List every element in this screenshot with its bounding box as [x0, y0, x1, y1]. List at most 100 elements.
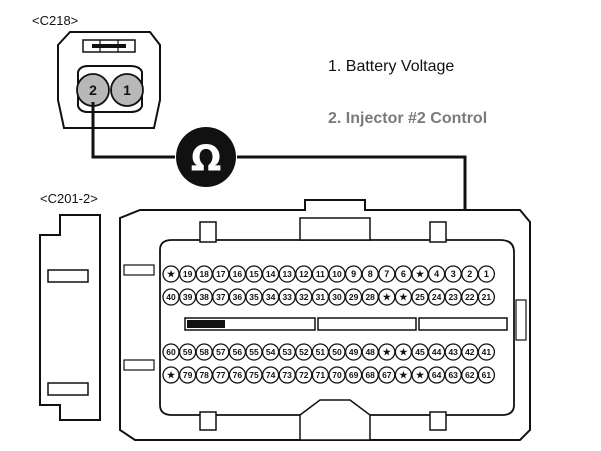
- svg-text:63: 63: [448, 370, 458, 380]
- c201-2-pin-75: 75: [245, 366, 263, 384]
- legend-battery-voltage: 1. Battery Voltage: [328, 58, 455, 75]
- svg-text:40: 40: [166, 292, 176, 302]
- c201-2-pin-73: 73: [278, 366, 296, 384]
- svg-text:56: 56: [233, 347, 243, 357]
- svg-text:70: 70: [332, 370, 342, 380]
- svg-text:52: 52: [299, 347, 309, 357]
- c201-2-pin-10: 10: [328, 265, 346, 283]
- c201-2-pin-12: 12: [295, 265, 313, 283]
- c201-2-pin-28: 28: [361, 288, 379, 306]
- svg-text:38: 38: [199, 292, 209, 302]
- svg-text:51: 51: [316, 347, 326, 357]
- svg-text:35: 35: [249, 292, 259, 302]
- svg-text:★: ★: [383, 292, 392, 302]
- c201-2-pin-14: 14: [261, 265, 280, 283]
- svg-text:9: 9: [351, 269, 356, 279]
- svg-text:74: 74: [266, 370, 276, 380]
- c201-2-pin-56: 56: [228, 343, 247, 361]
- c201-2-pin-21: 21: [477, 288, 496, 306]
- svg-text:60: 60: [166, 347, 176, 357]
- svg-text:78: 78: [199, 370, 209, 380]
- svg-text:73: 73: [282, 370, 292, 380]
- svg-text:15: 15: [249, 269, 259, 279]
- svg-text:6: 6: [401, 269, 406, 279]
- svg-text:18: 18: [199, 269, 209, 279]
- svg-text:41: 41: [482, 347, 492, 357]
- svg-text:★: ★: [399, 292, 408, 302]
- c201-2-pin-43: 43: [444, 343, 462, 361]
- c201-2-pin-78: 78: [195, 366, 213, 384]
- c201-2-pin-44: 44: [427, 343, 446, 361]
- c201-2-pin-38: 38: [195, 288, 213, 306]
- c201-2-pin-48: 48: [361, 343, 379, 361]
- c201-2-pin-unused: ★: [411, 366, 429, 384]
- c201-2-pin-4: 4: [427, 265, 446, 283]
- probe-wire-c218: [91, 102, 175, 159]
- c201-2-label: <C201-2>: [40, 191, 98, 206]
- svg-text:★: ★: [416, 370, 425, 380]
- svg-text:19: 19: [183, 269, 193, 279]
- svg-text:10: 10: [332, 269, 342, 279]
- c201-2-pin-25: 25: [411, 288, 429, 306]
- c218-pin-1: 1: [110, 73, 144, 107]
- c201-2-pin-62: 62: [461, 366, 479, 384]
- c201-2-pin-49: 49: [344, 343, 363, 361]
- svg-text:71: 71: [316, 370, 326, 380]
- svg-text:59: 59: [183, 347, 193, 357]
- c201-2-pin-13: 13: [278, 265, 296, 283]
- svg-text:12: 12: [299, 269, 309, 279]
- c201-2-pin-34: 34: [261, 288, 280, 306]
- c201-2-pin-32: 32: [295, 288, 313, 306]
- svg-text:67: 67: [382, 370, 392, 380]
- c201-2-pin-unused: ★: [394, 288, 413, 306]
- c218-connector: [57, 31, 161, 129]
- c201-2-pin-68: 68: [361, 366, 379, 384]
- svg-text:37: 37: [216, 292, 226, 302]
- svg-text:4: 4: [434, 269, 439, 279]
- svg-text:58: 58: [199, 347, 209, 357]
- svg-text:★: ★: [399, 347, 408, 357]
- svg-text:28: 28: [365, 292, 375, 302]
- svg-text:30: 30: [332, 292, 342, 302]
- svg-text:★: ★: [167, 269, 176, 279]
- svg-text:17: 17: [216, 269, 226, 279]
- svg-text:Ω: Ω: [191, 139, 222, 180]
- svg-text:36: 36: [233, 292, 243, 302]
- c201-2-pin-17: 17: [212, 265, 230, 283]
- svg-text:55: 55: [249, 347, 259, 357]
- c201-2-pin-30: 30: [328, 288, 346, 306]
- svg-text:★: ★: [383, 347, 392, 357]
- c201-2-pin-54: 54: [261, 343, 280, 361]
- c201-2-pin-63: 63: [444, 366, 462, 384]
- c201-2-pin-unused: ★: [378, 343, 396, 361]
- svg-text:79: 79: [183, 370, 193, 380]
- svg-text:76: 76: [233, 370, 243, 380]
- c201-2-pin-19: 19: [178, 265, 197, 283]
- svg-text:★: ★: [416, 269, 425, 279]
- svg-text:★: ★: [399, 370, 408, 380]
- svg-text:69: 69: [349, 370, 359, 380]
- c201-2-pin-unused: ★: [162, 366, 180, 384]
- svg-text:25: 25: [415, 292, 425, 302]
- c201-2-pin-52: 52: [295, 343, 313, 361]
- c201-2-pin-23: 23: [444, 288, 462, 306]
- ohmmeter-icon: Ω: [176, 127, 236, 187]
- c201-2-pin-35: 35: [245, 288, 263, 306]
- svg-text:2: 2: [467, 269, 472, 279]
- svg-text:42: 42: [465, 347, 475, 357]
- c201-2-pin-53: 53: [278, 343, 296, 361]
- c201-2-pin-59: 59: [178, 343, 197, 361]
- svg-text:31: 31: [316, 292, 326, 302]
- c201-2-pin-50: 50: [328, 343, 346, 361]
- c201-2-pin-79: 79: [178, 366, 197, 384]
- c201-2-pin-6: 6: [394, 265, 413, 283]
- c201-2-pin-64: 64: [427, 366, 446, 384]
- svg-text:64: 64: [432, 370, 442, 380]
- svg-text:14: 14: [266, 269, 276, 279]
- svg-text:1: 1: [484, 269, 489, 279]
- c201-2-pin-unused: ★: [378, 288, 396, 306]
- svg-text:22: 22: [465, 292, 475, 302]
- c201-2-pin-55: 55: [245, 343, 263, 361]
- c201-2-pin-37: 37: [212, 288, 230, 306]
